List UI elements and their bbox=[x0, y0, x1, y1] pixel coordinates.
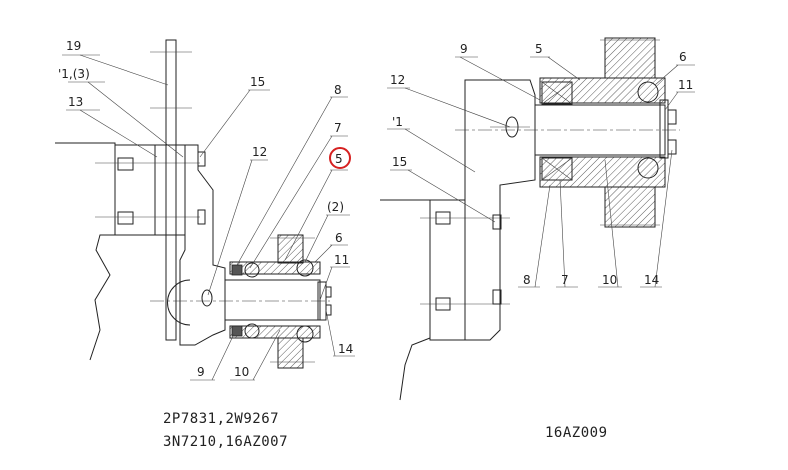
left-caption-line1: 2P7831,2W9267 bbox=[163, 411, 279, 427]
label-6: 6 bbox=[335, 231, 343, 245]
highlight-circle bbox=[329, 147, 351, 169]
label-19: 19 bbox=[66, 39, 81, 53]
label-10: 10 bbox=[234, 365, 249, 379]
label-1-3: '1,(3) bbox=[58, 67, 90, 81]
label-15-right: 15 bbox=[392, 155, 407, 169]
label-7-right: 7 bbox=[561, 273, 569, 287]
label-10-right: 10 bbox=[602, 273, 617, 287]
label-5-right: 5 bbox=[535, 42, 543, 56]
right-leader-lines bbox=[387, 56, 695, 288]
label-14: 14 bbox=[338, 342, 353, 356]
label-9: 9 bbox=[197, 365, 205, 379]
label-15: 15 bbox=[250, 75, 265, 89]
left-caption-line2: 3N7210,16AZ007 bbox=[163, 434, 288, 450]
label-8-right: 8 bbox=[523, 273, 531, 287]
label-9-right: 9 bbox=[460, 42, 468, 56]
label-11-right: 11 bbox=[678, 78, 693, 92]
label-7: 7 bbox=[334, 121, 342, 135]
right-caption: 16AZ009 bbox=[545, 425, 608, 441]
label-12-right: 12 bbox=[390, 73, 405, 87]
label-6-right: 6 bbox=[679, 50, 687, 64]
label-11: 11 bbox=[334, 253, 349, 267]
label-14-right: 14 bbox=[644, 273, 659, 287]
label-1-right: '1 bbox=[392, 115, 403, 129]
label-8: 8 bbox=[334, 83, 342, 97]
left-leader-lines bbox=[62, 54, 355, 381]
label-5-highlighted: 5 bbox=[335, 152, 343, 166]
left-assembly bbox=[55, 39, 332, 369]
label-12: 12 bbox=[252, 145, 267, 159]
label-2: (2) bbox=[327, 200, 344, 214]
right-assembly bbox=[380, 37, 680, 401]
label-13: 13 bbox=[68, 95, 83, 109]
